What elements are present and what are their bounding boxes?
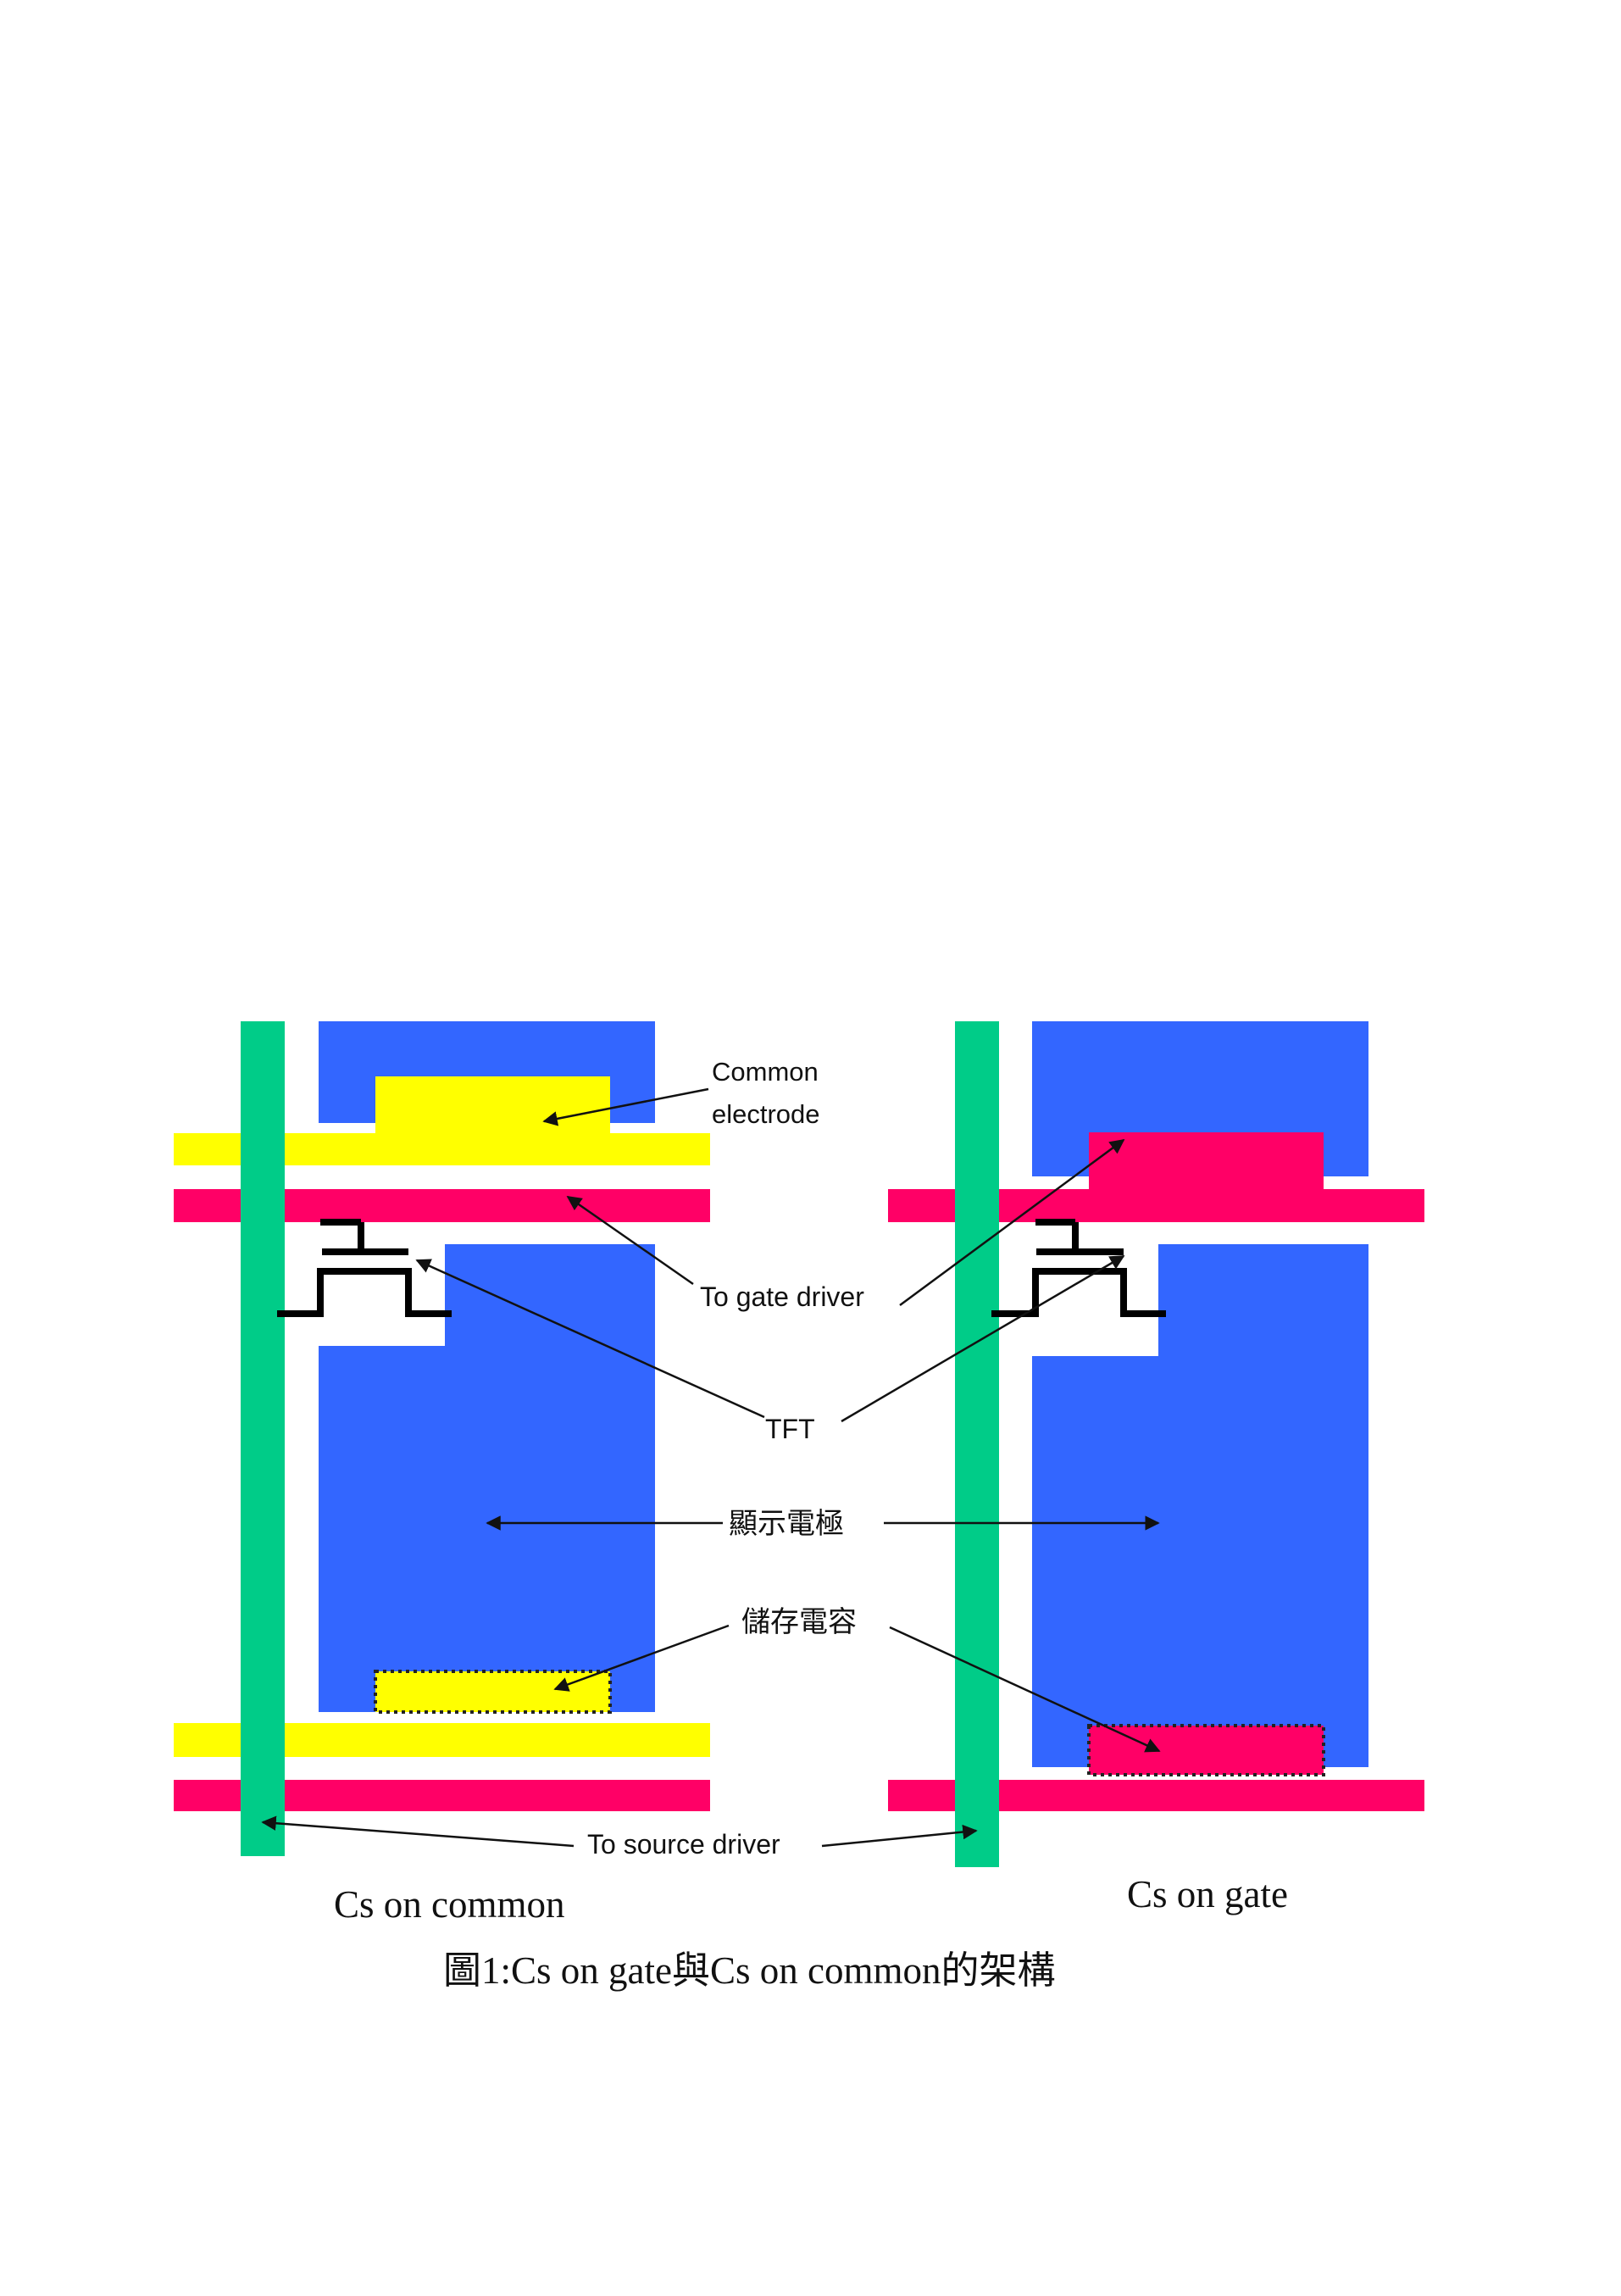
right-panel-cs-on-gate <box>888 1021 1424 1867</box>
left-panel-cs-on-common <box>174 1021 710 1856</box>
label-to-source-driver: To source driver <box>587 1829 780 1860</box>
figure-caption: 圖1:Cs on gate與Cs on common的架構 <box>443 1949 1055 1992</box>
left-pixel-electrode <box>319 1244 655 1712</box>
label-common-electrode-line2: electrode <box>712 1099 820 1129</box>
left-storage-capacitor <box>375 1671 610 1712</box>
caption-right-panel: Cs on gate <box>1127 1873 1288 1915</box>
label-storage-capacitor: 儲存電容 <box>741 1606 857 1638</box>
label-to-gate-driver: To gate driver <box>700 1281 864 1312</box>
left-source-line <box>241 1021 285 1856</box>
right-tft-symbol <box>991 1222 1166 1314</box>
arrow-gate-driver-right <box>900 1140 1124 1305</box>
right-source-line <box>955 1021 999 1867</box>
left-tft-symbol <box>277 1222 452 1314</box>
label-pixel-electrode: 顯示電極 <box>729 1508 844 1540</box>
right-pixel-electrode <box>1032 1244 1368 1767</box>
arrow-source-driver-left <box>263 1822 574 1846</box>
caption-left-panel: Cs on common <box>334 1883 565 1926</box>
right-storage-capacitor <box>1089 1726 1324 1775</box>
arrow-source-driver-right <box>822 1831 976 1846</box>
label-tft: TFT <box>765 1414 815 1444</box>
label-common-electrode-line1: Common <box>712 1057 819 1087</box>
